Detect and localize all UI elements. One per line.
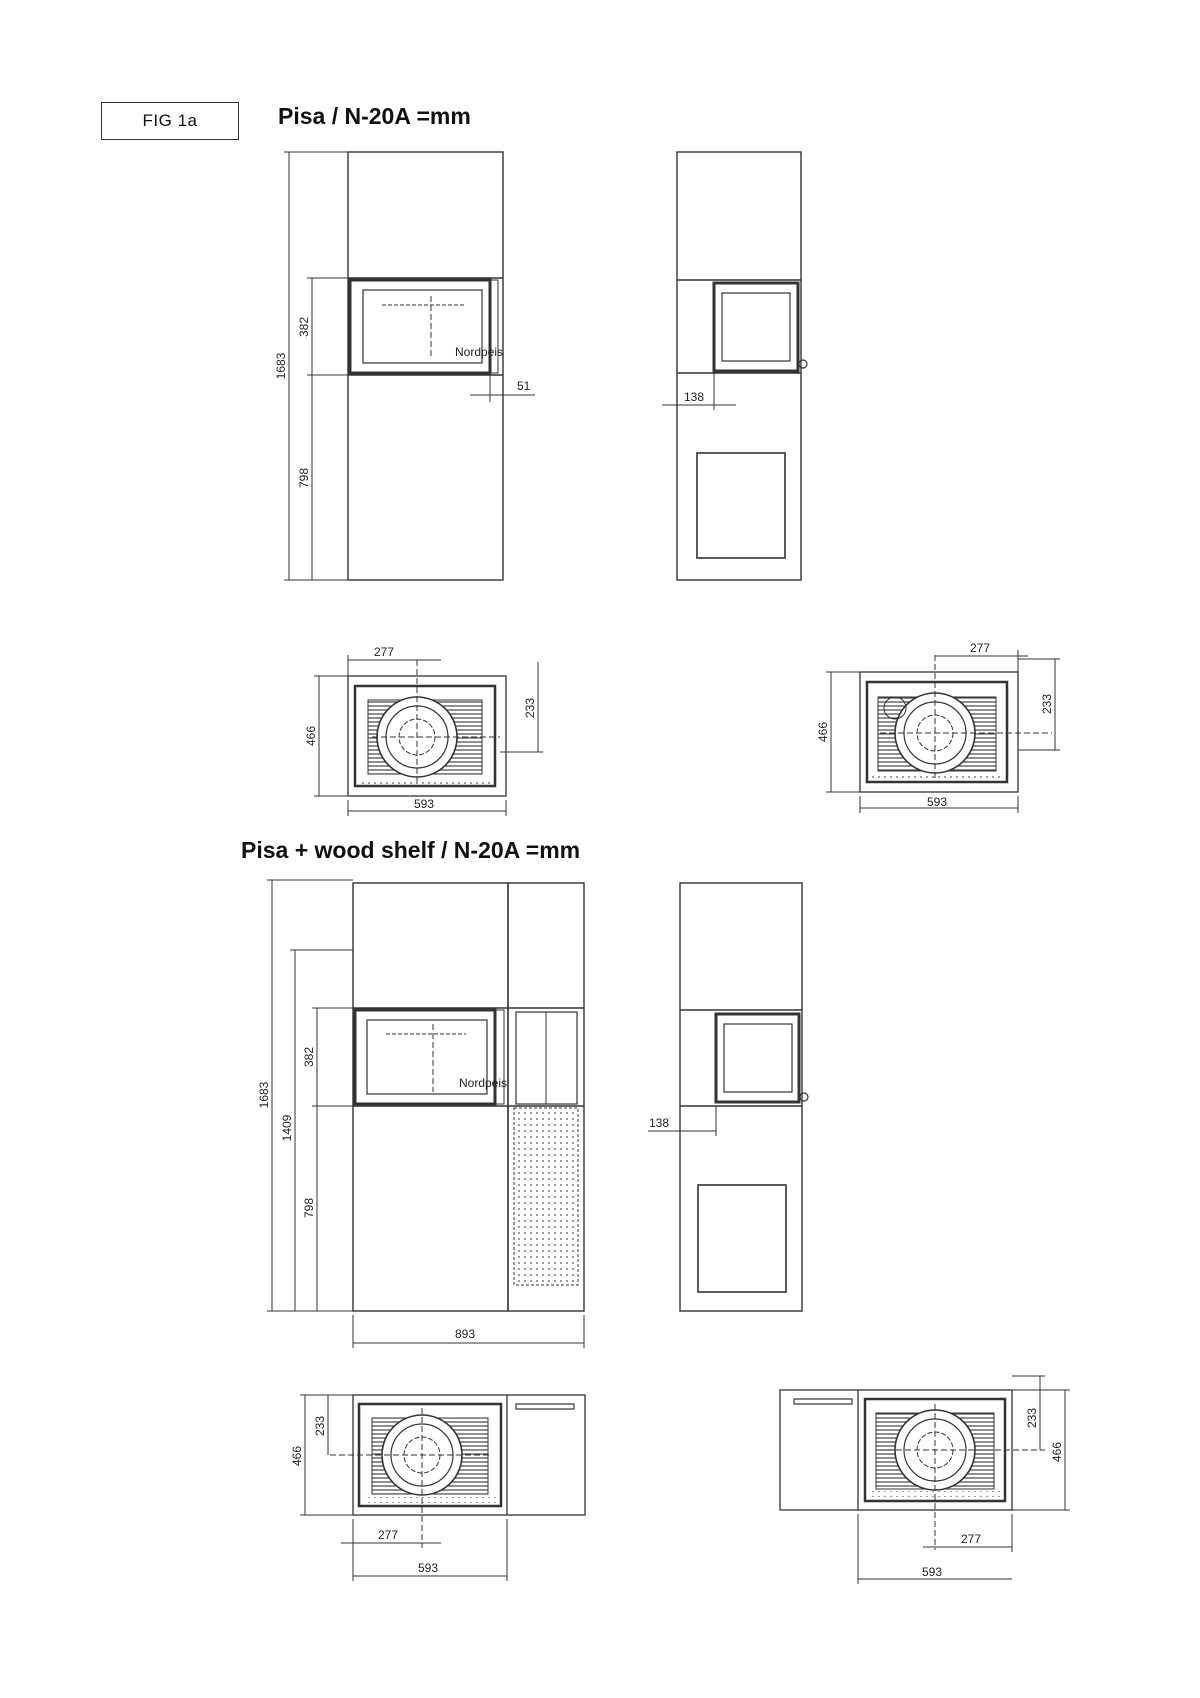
dim-base-height: 798 [297,468,311,488]
shelf-front-dimensions [267,879,585,1348]
dim-total-height: 1683 [274,352,288,379]
dim-shelf-base-height: 798 [302,1198,316,1218]
dim-door-height: 382 [297,317,311,337]
dim-shelf-total-width: 893 [455,1327,475,1341]
pisa-top-left-dimensions [314,655,543,816]
brand-mark-2: Nordpeis [459,1076,507,1090]
pisa-front-view [347,151,504,581]
dim-top-center-depth-2: 233 [1040,694,1054,714]
dim-side-offset: 138 [684,390,704,404]
shelf-side-dimensions [648,1106,717,1136]
dim-door-offset: 51 [517,379,531,393]
dim-shelf-top-center-depth-2: 233 [1025,1408,1039,1428]
dim-shelf-door-height: 382 [302,1047,316,1067]
shelf-top-view-right [779,1389,1045,1550]
dim-shelf-top-width-1: 593 [418,1561,438,1575]
dim-top-half-width-2: 277 [970,641,990,655]
dim-shelf-top-half-width-2: 277 [961,1532,981,1546]
door-frame [348,278,492,375]
dim-shelf-top-width-2: 593 [922,1565,942,1579]
dim-shelf-height: 1409 [280,1114,294,1141]
pisa-side-view [676,151,808,581]
shelf-top-right-dimensions [857,1375,1070,1584]
dim-shelf-top-half-width-1: 277 [378,1528,398,1542]
side-door-frame [712,281,800,373]
shelf-side-view [679,882,809,1312]
shelf-front-view [352,882,585,1312]
stove-body-outline [347,151,504,581]
wood-shelf-body [507,882,585,1312]
dim-shelf-total-height: 1683 [257,1081,271,1108]
dim-top-width-1: 593 [414,797,434,811]
shelf-top-left-dimensions [300,1394,508,1581]
shelf-door-frame [353,1008,497,1106]
shelf-top-view-left [330,1394,586,1548]
brand-mark: Nordpeis [455,345,503,359]
door-glass [362,289,483,364]
pisa-side-dimensions [662,373,736,410]
pisa-front-dimensions [284,151,535,581]
dim-top-depth-1: 466 [304,726,318,746]
figure-label: FIG 1a [101,102,239,140]
section-title-pisa-wood-shelf: Pisa + wood shelf / N-20A =mm [241,837,581,863]
dim-shelf-top-depth-2: 466 [1050,1442,1064,1462]
pisa-top-right-dimensions [826,650,1060,813]
dim-shelf-top-depth-1: 466 [290,1446,304,1466]
pisa-top-view-left [347,660,507,797]
shelf-side-ash-door [697,1184,787,1293]
pisa-top-view-right [859,655,1052,793]
dim-top-depth-2: 466 [816,722,830,742]
dim-shelf-side-offset: 138 [649,1116,669,1130]
dim-top-center-depth-1: 233 [523,698,537,718]
dim-shelf-top-center-depth-1: 233 [313,1416,327,1436]
dim-top-half-width-1: 277 [374,645,394,659]
dim-top-width-2: 593 [927,795,947,809]
side-ash-door [696,452,786,559]
section-title-pisa: Pisa / N-20A =mm [278,103,471,129]
